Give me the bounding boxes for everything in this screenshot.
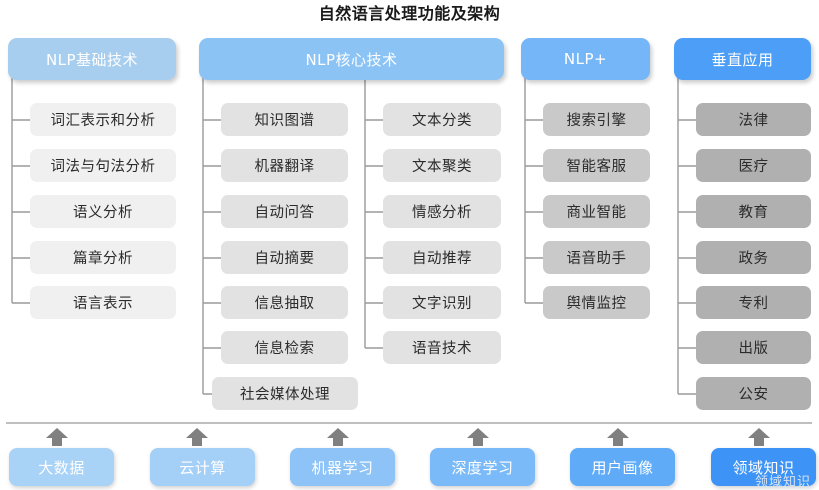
item-box[interactable]: 医疗 bbox=[696, 149, 811, 182]
item-label: 篇章分析 bbox=[73, 251, 133, 267]
item-box[interactable]: 文本分类 bbox=[383, 103, 501, 136]
item-box[interactable]: 机器翻译 bbox=[221, 149, 348, 182]
item-label: 政务 bbox=[738, 251, 769, 267]
item-label: 社会媒体处理 bbox=[240, 387, 330, 403]
item-box[interactable]: 出版 bbox=[696, 331, 811, 364]
column-header-vertical-apps[interactable]: 垂直应用 bbox=[674, 38, 811, 80]
item-box[interactable]: 文本聚类 bbox=[383, 149, 501, 182]
watermark-text: 领域知识 bbox=[754, 475, 811, 490]
column-header-label: NLP核心技术 bbox=[305, 50, 398, 69]
item-label: 搜索引擎 bbox=[566, 113, 627, 129]
item-label: 信息抽取 bbox=[254, 296, 315, 312]
item-box[interactable]: 词法与句法分析 bbox=[30, 149, 176, 182]
item-box[interactable]: 语言表示 bbox=[30, 286, 176, 319]
item-box[interactable]: 词汇表示和分析 bbox=[30, 103, 176, 136]
item-label: 语音助手 bbox=[566, 251, 627, 267]
item-label: 语言表示 bbox=[73, 296, 133, 312]
item-box[interactable]: 信息抽取 bbox=[221, 286, 348, 319]
item-box[interactable]: 社会媒体处理 bbox=[212, 377, 358, 410]
item-box[interactable]: 语音助手 bbox=[543, 241, 650, 274]
item-label: 自动问答 bbox=[254, 205, 315, 221]
foundation-box[interactable]: 机器学习 bbox=[290, 448, 395, 486]
item-label: 自动推荐 bbox=[412, 251, 472, 267]
item-label: 信息检索 bbox=[254, 341, 315, 357]
item-label: 教育 bbox=[738, 205, 769, 221]
item-box[interactable]: 情感分析 bbox=[383, 195, 501, 228]
item-box[interactable]: 自动问答 bbox=[221, 195, 348, 228]
column-header-label: NLP基础技术 bbox=[45, 50, 139, 69]
item-box[interactable]: 政务 bbox=[696, 241, 811, 274]
item-box[interactable]: 教育 bbox=[696, 195, 811, 228]
item-label: 机器翻译 bbox=[254, 159, 315, 175]
item-label: 文本分类 bbox=[412, 113, 472, 129]
item-label: 法律 bbox=[738, 113, 769, 129]
item-label: 智能客服 bbox=[566, 159, 627, 175]
foundation-label: 领域知识 bbox=[732, 458, 795, 477]
item-label: 文字识别 bbox=[412, 296, 472, 312]
item-label: 专利 bbox=[738, 296, 769, 312]
foundation-box[interactable]: 用户画像 bbox=[570, 448, 675, 486]
foundation-label: 大数据 bbox=[38, 458, 85, 477]
column-header-nlp-plus[interactable]: NLP+ bbox=[521, 38, 650, 80]
foundation-box[interactable]: 大数据 bbox=[9, 448, 114, 486]
page-title: 自然语言处理功能及架构 bbox=[318, 4, 501, 23]
item-label: 商业智能 bbox=[566, 205, 627, 221]
item-box[interactable]: 自动摘要 bbox=[221, 241, 348, 274]
item-box[interactable]: 自动推荐 bbox=[383, 241, 501, 274]
item-box[interactable]: 篇章分析 bbox=[30, 241, 176, 274]
foundation-box[interactable]: 领域知识 bbox=[711, 448, 816, 486]
item-box[interactable]: 舆情监控 bbox=[543, 286, 650, 319]
item-box[interactable]: 文字识别 bbox=[383, 286, 501, 319]
item-box[interactable]: 信息检索 bbox=[221, 331, 348, 364]
item-box[interactable]: 语音技术 bbox=[383, 331, 501, 364]
item-box[interactable]: 搜索引擎 bbox=[543, 103, 650, 136]
column-header-nlp-basic[interactable]: NLP基础技术 bbox=[8, 38, 176, 80]
item-box[interactable]: 知识图谱 bbox=[221, 103, 348, 136]
item-box[interactable]: 公安 bbox=[696, 377, 811, 410]
column-header-label: NLP+ bbox=[563, 50, 608, 68]
item-box[interactable]: 智能客服 bbox=[543, 149, 650, 182]
item-label: 情感分析 bbox=[412, 205, 472, 221]
item-label: 舆情监控 bbox=[566, 296, 627, 312]
item-label: 知识图谱 bbox=[254, 113, 315, 129]
foundation-box[interactable]: 深度学习 bbox=[430, 448, 535, 486]
baseline-divider bbox=[6, 422, 812, 424]
item-label: 医疗 bbox=[738, 159, 769, 175]
foundation-label: 深度学习 bbox=[451, 458, 514, 477]
item-label: 公安 bbox=[738, 387, 769, 403]
item-label: 出版 bbox=[738, 341, 769, 357]
foundation-label: 用户画像 bbox=[591, 458, 654, 477]
item-box[interactable]: 专利 bbox=[696, 286, 811, 319]
item-box[interactable]: 商业智能 bbox=[543, 195, 650, 228]
column-header-label: 垂直应用 bbox=[711, 50, 774, 69]
item-box[interactable]: 法律 bbox=[696, 103, 811, 136]
column-header-nlp-core[interactable]: NLP核心技术 bbox=[199, 38, 504, 80]
item-label: 文本聚类 bbox=[412, 159, 472, 175]
item-label: 词法与句法分析 bbox=[50, 159, 156, 175]
item-label: 语义分析 bbox=[73, 205, 133, 221]
item-label: 词汇表示和分析 bbox=[50, 113, 156, 129]
item-box[interactable]: 语义分析 bbox=[30, 195, 176, 228]
item-label: 语音技术 bbox=[412, 341, 472, 357]
item-label: 自动摘要 bbox=[254, 251, 315, 267]
foundation-label: 云计算 bbox=[179, 458, 226, 477]
foundation-label: 机器学习 bbox=[311, 458, 374, 477]
foundation-box[interactable]: 云计算 bbox=[150, 448, 255, 486]
